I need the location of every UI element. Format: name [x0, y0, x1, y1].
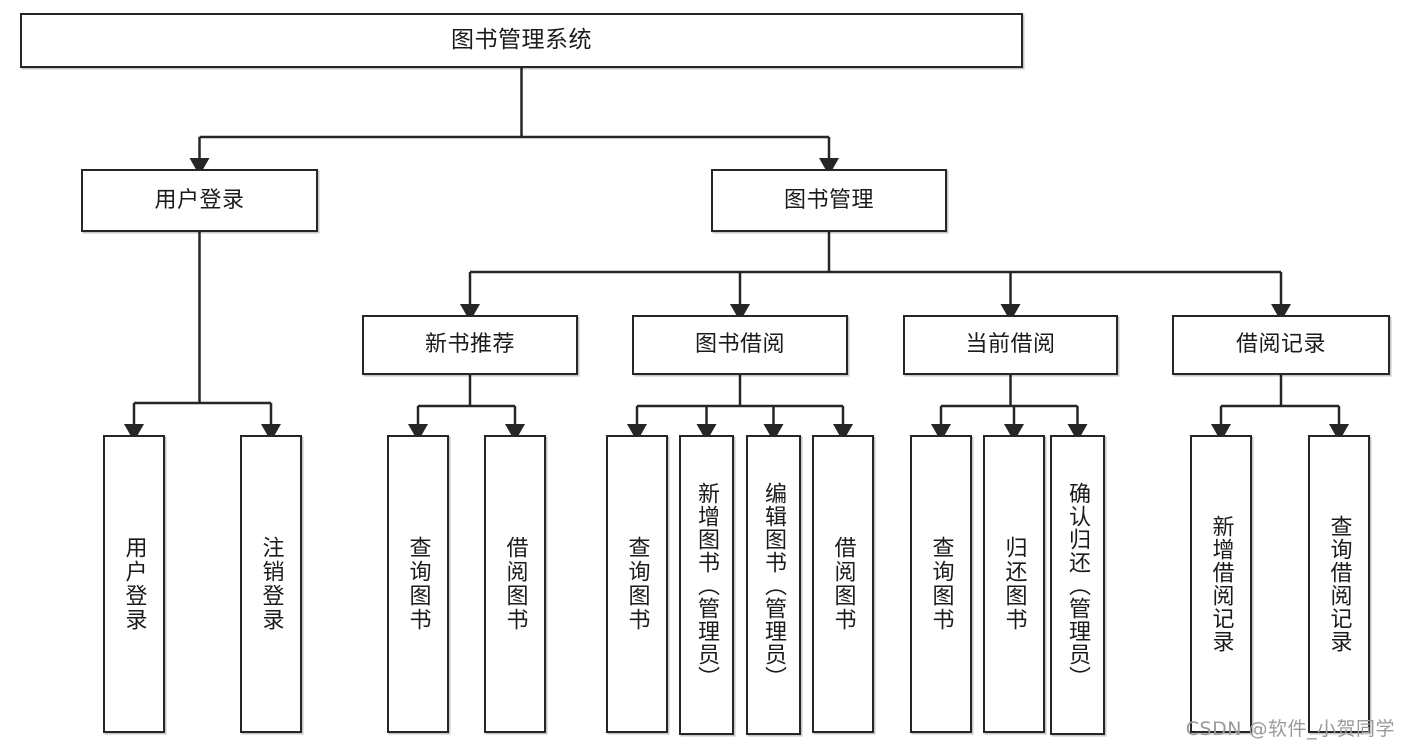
node-leaf-user-login-label: 用户登录	[121, 536, 147, 632]
node-leaf-logout-label: 注销登录	[258, 536, 284, 632]
node-leaf-user-login[interactable]: 用户登录	[103, 435, 165, 733]
node-leaf-add-book-label: 新增图书（管理员）	[694, 481, 720, 689]
node-user-login-label: 用户登录	[154, 187, 245, 213]
node-leaf-borrow-book-2-label: 借阅图书	[830, 536, 856, 632]
node-new-book-recommend[interactable]: 新书推荐	[362, 315, 578, 375]
node-book-borrow-label: 图书借阅	[694, 332, 785, 358]
node-book-borrow[interactable]: 图书借阅	[632, 315, 848, 375]
node-leaf-query-book-1-label: 查询图书	[405, 536, 431, 632]
node-leaf-confirm-return[interactable]: 确认归还（管理员）	[1050, 435, 1105, 735]
node-leaf-query-record-label: 查询借阅记录	[1326, 515, 1352, 653]
node-leaf-edit-book-label: 编辑图书（管理员）	[761, 481, 787, 689]
node-leaf-borrow-book-1-label: 借阅图书	[502, 536, 528, 632]
node-book-management-label: 图书管理	[783, 187, 874, 213]
node-leaf-borrow-book-1[interactable]: 借阅图书	[484, 435, 546, 733]
node-current-borrow[interactable]: 当前借阅	[903, 315, 1118, 375]
node-current-borrow-label: 当前借阅	[965, 332, 1056, 358]
node-book-management[interactable]: 图书管理	[711, 169, 947, 232]
node-leaf-query-book-3-label: 查询图书	[928, 536, 954, 632]
watermark: CSDN @软件_小贺同学	[1185, 718, 1395, 740]
node-leaf-return-book-label: 归还图书	[1001, 536, 1027, 632]
node-leaf-logout[interactable]: 注销登录	[240, 435, 302, 733]
node-leaf-add-record-label: 新增借阅记录	[1208, 515, 1234, 653]
node-root[interactable]: 图书管理系统	[20, 13, 1023, 68]
node-leaf-query-book-3[interactable]: 查询图书	[910, 435, 972, 733]
node-leaf-return-book[interactable]: 归还图书	[983, 435, 1045, 733]
node-leaf-edit-book[interactable]: 编辑图书（管理员）	[746, 435, 801, 735]
node-leaf-query-book-2[interactable]: 查询图书	[606, 435, 668, 733]
node-root-label: 图书管理系统	[451, 26, 592, 53]
node-new-book-recommend-label: 新书推荐	[424, 332, 515, 358]
node-leaf-query-book-1[interactable]: 查询图书	[387, 435, 449, 733]
node-leaf-borrow-book-2[interactable]: 借阅图书	[812, 435, 874, 733]
node-leaf-add-record[interactable]: 新增借阅记录	[1190, 435, 1252, 733]
node-leaf-query-record[interactable]: 查询借阅记录	[1308, 435, 1370, 733]
node-leaf-add-book[interactable]: 新增图书（管理员）	[679, 435, 734, 735]
node-borrow-record[interactable]: 借阅记录	[1172, 315, 1390, 375]
node-leaf-query-book-2-label: 查询图书	[624, 536, 650, 632]
node-leaf-confirm-return-label: 确认归还（管理员）	[1065, 481, 1091, 689]
node-user-login[interactable]: 用户登录	[81, 169, 318, 232]
node-borrow-record-label: 借阅记录	[1235, 332, 1326, 358]
